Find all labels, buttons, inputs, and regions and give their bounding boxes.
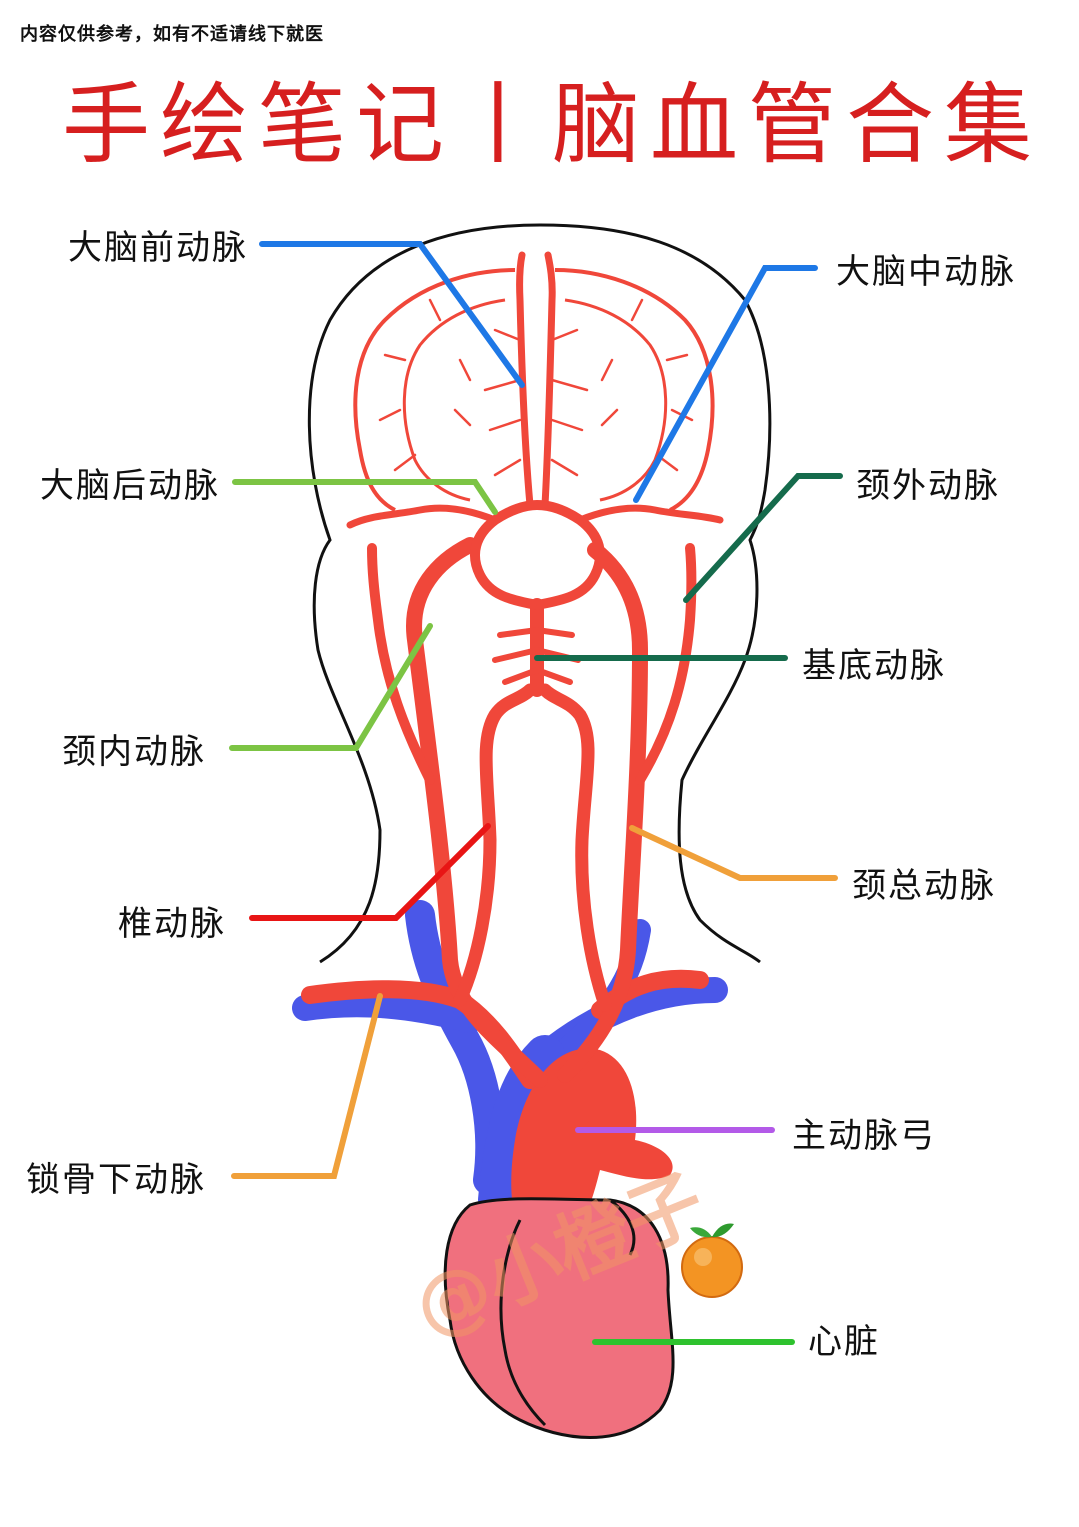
label-middle-cerebral: 大脑中动脉 (836, 252, 1016, 292)
label-vertebral: 椎动脉 (118, 904, 226, 944)
label-common-carotid: 颈总动脉 (852, 866, 996, 906)
label-posterior-cerebral: 大脑后动脉 (40, 466, 220, 506)
cerebral-arc-right (555, 270, 713, 510)
label-subclavian: 锁骨下动脉 (26, 1160, 206, 1200)
leader-subclavian (234, 996, 380, 1176)
label-anterior-cerebral: 大脑前动脉 (68, 228, 248, 268)
label-internal-carotid: 颈内动脉 (62, 732, 206, 772)
cerebral-arc-left-inner (404, 300, 505, 500)
vertebral-artery-right (545, 690, 605, 1005)
cerebral-twigs-left (380, 300, 520, 475)
leader-common-carotid (632, 828, 835, 878)
posterior-cerebral-left (350, 508, 495, 525)
label-basilar: 基底动脉 (802, 646, 946, 686)
label-heart: 心脏 (808, 1322, 880, 1362)
cerebral-twigs-right (552, 300, 692, 475)
label-aortic-arch: 主动脉弓 (792, 1116, 936, 1156)
subclavian-vein-left (305, 1004, 470, 1020)
cerebral-arc-left (355, 270, 515, 510)
label-external-carotid: 颈外动脉 (856, 466, 1000, 506)
posterior-cerebral-right (580, 508, 720, 520)
